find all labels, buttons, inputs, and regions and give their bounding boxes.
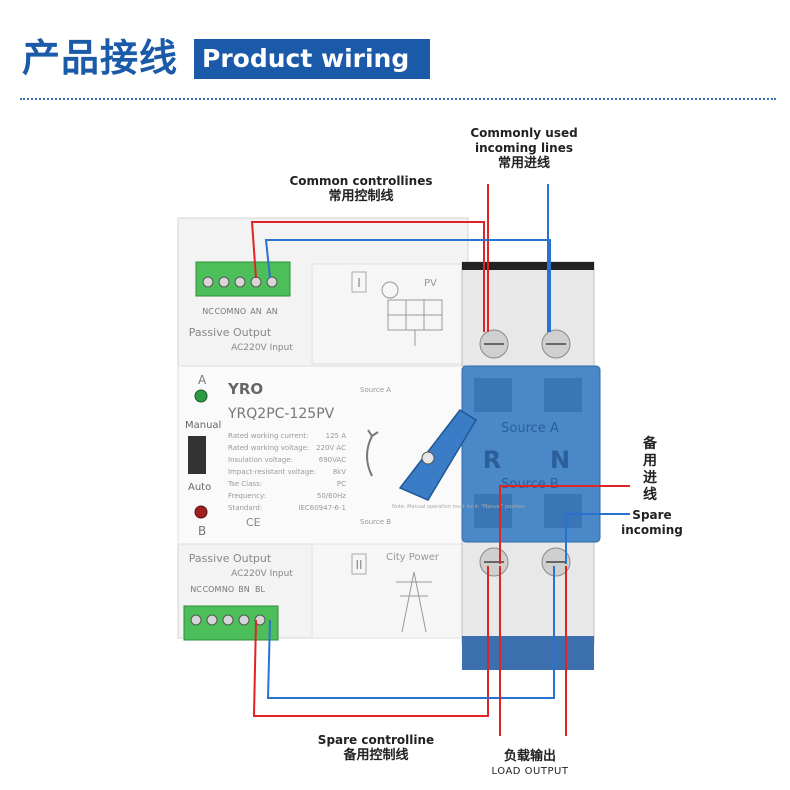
label-load-output: 负载输出 Load output xyxy=(480,749,580,779)
source-i-box xyxy=(351,271,367,293)
source-ii-roman: II xyxy=(355,558,362,572)
mode-selector-switch[interactable] xyxy=(188,436,206,474)
vent-bottom-right xyxy=(544,494,582,528)
label-spare-incoming-en-text: Spare incoming xyxy=(621,508,683,537)
lower-cover xyxy=(311,543,469,639)
label-spare-control-cn: 备用控制线 xyxy=(343,748,409,763)
top-screw-right xyxy=(541,329,571,359)
label-common-control: Common controllines 常用控制线 xyxy=(276,174,446,204)
bottom-screw-left xyxy=(479,547,509,577)
ac-input-top: AC220V Input xyxy=(231,343,293,353)
header-divider xyxy=(20,98,776,100)
spec-key-0: Rated working current: xyxy=(228,432,308,440)
terminal-labels-bottom: NC COM NO BN BL xyxy=(190,585,265,594)
upper-cover xyxy=(311,263,469,365)
terminal-top-3: AN xyxy=(250,307,261,316)
ac-input-bottom: AC220V Input xyxy=(231,569,293,579)
indicator-b-label: B xyxy=(198,524,206,538)
spec-key-1: Rated working voltage: xyxy=(228,444,309,452)
wire-spare-control-blue xyxy=(266,566,555,699)
label-common-incoming-en: Commonly used incoming lines xyxy=(470,126,578,155)
page-title-en: Product wiring xyxy=(194,39,430,79)
wire-spare-incoming-blue xyxy=(565,513,630,564)
spec-val-4: PC xyxy=(337,480,346,488)
terminal-bottom-4: BL xyxy=(255,585,265,594)
spec-val-1: 220V AC xyxy=(316,444,346,452)
pv-label: PV xyxy=(424,278,437,289)
city-power-label: City Power xyxy=(386,552,440,563)
source-b-label: Source B xyxy=(360,518,391,526)
wire-spare-incoming-red xyxy=(499,485,630,564)
brand-logo: YRO xyxy=(227,380,263,398)
terminal-top-4: AN xyxy=(266,307,277,316)
terminal-bottom-3: BN xyxy=(238,585,249,594)
spec-key-5: Frequency: xyxy=(228,492,266,500)
wire-common-control-red xyxy=(250,221,485,332)
terminal-bottom-1: COM xyxy=(203,585,222,594)
spec-key-6: Standard: xyxy=(228,504,262,512)
mode-manual: Manual xyxy=(185,420,221,431)
source-ii-box xyxy=(351,553,367,575)
cover-source-b: Source B xyxy=(501,477,559,492)
indicator-a-led xyxy=(194,389,208,403)
manual-note: Note: Manual operation must be in "Manua… xyxy=(392,504,525,510)
source-a-label: Source A xyxy=(360,386,391,394)
label-spare-incoming-en: Spare incoming xyxy=(612,508,692,538)
vent-top-left xyxy=(474,378,512,412)
label-spare-control: Spare controlline 备用控制线 xyxy=(296,733,456,763)
ce-mark: CE xyxy=(246,516,261,529)
spec-key-3: Impact-resistant voltage: xyxy=(228,468,316,476)
cover-r: R xyxy=(483,446,501,474)
wire-spare-control-red xyxy=(252,566,489,717)
label-load-output-cn: 负载输出 xyxy=(503,749,556,764)
page-title-cn: 产品接线 xyxy=(22,36,179,80)
wire-common-control-blue xyxy=(264,239,551,332)
top-terminal-cap xyxy=(462,262,594,270)
passive-output-bottom: Passive Output xyxy=(189,552,272,565)
label-common-incoming-cn: 常用进线 xyxy=(497,156,550,171)
spec-table: Rated working current: 125 A Rated worki… xyxy=(227,432,346,512)
indicator-a-label: A xyxy=(198,373,207,387)
label-spare-control-en: Spare controlline xyxy=(317,733,435,747)
label-common-incoming: Commonly used incoming lines 常用进线 xyxy=(458,126,590,171)
spec-val-6: IEC60947-6-1 xyxy=(298,504,346,512)
vent-top-right xyxy=(544,378,582,412)
switch-handle[interactable] xyxy=(398,409,478,501)
cover-source-a: Source A xyxy=(501,421,559,436)
top-screw-left xyxy=(479,329,509,359)
spec-key-2: Insulation voltage: xyxy=(228,456,293,464)
power-tower-icon xyxy=(396,571,432,633)
terminal-top-2: NO xyxy=(234,307,246,316)
label-common-control-en: Common controllines xyxy=(289,174,433,188)
passive-output-top: Passive Output xyxy=(189,326,272,339)
terminal-bottom-0: NC xyxy=(190,585,202,594)
terminal-labels-top: NC COM NO AN AN xyxy=(202,307,278,316)
rotate-arrow-icon xyxy=(366,429,379,477)
indicator-b-led xyxy=(194,505,208,519)
solar-panel-icon xyxy=(381,281,443,346)
cover-n: N xyxy=(550,446,570,474)
terminal-bottom-2: NO xyxy=(222,585,234,594)
vent-bottom-left xyxy=(474,494,512,528)
spec-val-0: 125 A xyxy=(326,432,347,440)
device-front-panel xyxy=(177,365,469,545)
spec-val-5: 50/60Hz xyxy=(317,492,346,500)
label-load-output-en: Load output xyxy=(491,766,569,777)
terminal-block-top xyxy=(195,261,291,297)
spec-key-4: Tse Class: xyxy=(227,480,262,488)
label-spare-incoming-cn: 备用进线 xyxy=(643,436,657,503)
bottom-screw-right xyxy=(541,547,571,577)
mode-auto: Auto xyxy=(188,482,211,493)
terminal-top-1: COM xyxy=(215,307,234,316)
spec-val-3: 8kV xyxy=(333,468,347,476)
bottom-block-base xyxy=(462,636,594,670)
terminal-block-bottom xyxy=(183,605,279,641)
spec-val-2: 690VAC xyxy=(319,456,346,464)
terminal-top-0: NC xyxy=(202,307,214,316)
label-common-control-cn: 常用控制线 xyxy=(328,189,394,204)
model-number: YRQ2PC-125PV xyxy=(227,406,335,422)
source-i-roman: I xyxy=(357,276,361,290)
